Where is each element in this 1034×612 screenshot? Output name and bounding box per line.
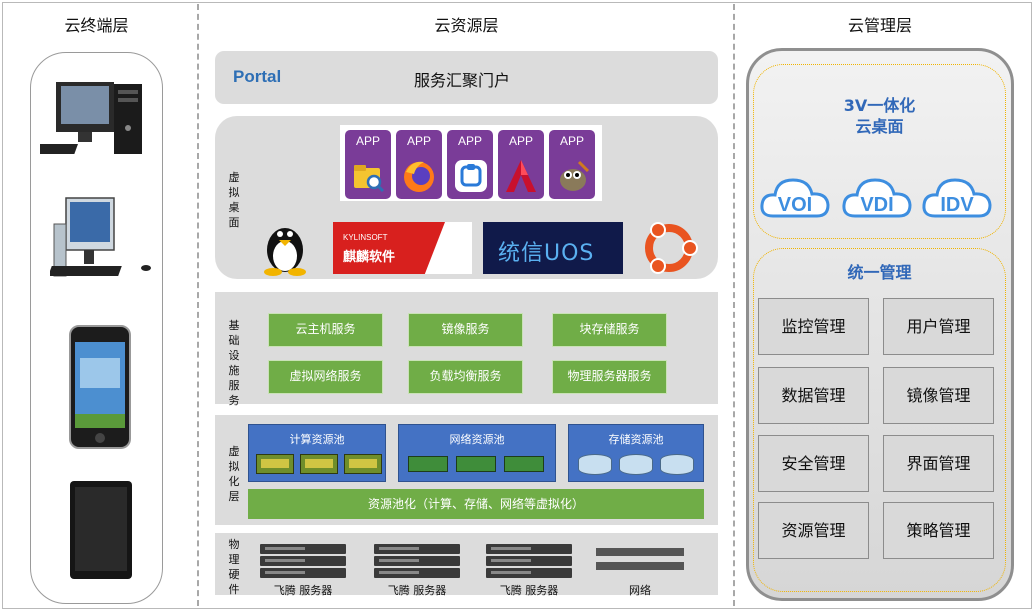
network-pool: 网络资源池 — [398, 424, 556, 482]
autocad-icon — [506, 160, 536, 192]
physical-hardware-label: 物理硬件 — [228, 538, 240, 596]
hardware-label-server-2: 飞腾 服务器 — [387, 584, 447, 597]
thin-client-icon — [50, 197, 151, 277]
smartphone-icon — [69, 325, 131, 449]
service-physical-server: 物理服务器服务 — [552, 360, 667, 394]
resource-management: 资源管理 — [758, 502, 869, 559]
app-label: APP — [406, 134, 431, 148]
app-label: APP — [508, 134, 533, 148]
server-icon — [374, 556, 460, 566]
policy-management: 策略管理 — [883, 502, 994, 559]
vdi-cloud-icon: VDI — [842, 178, 912, 218]
app-tile-files: APP — [345, 130, 391, 199]
kylin-logo-text: KYLINSOFT — [343, 233, 388, 242]
server-icon — [260, 544, 346, 554]
user-management: 用户管理 — [883, 298, 994, 355]
cpu-chip-icon — [344, 454, 382, 474]
app-tile-firefox: APP — [396, 130, 442, 199]
disk-icon — [660, 454, 694, 475]
terminal-layer-title: 云终端层 — [64, 16, 129, 35]
monitoring-management: 监控管理 — [758, 298, 869, 355]
column-divider — [733, 4, 735, 606]
app-tile-store: APP — [447, 130, 493, 199]
gimp-icon — [560, 160, 590, 191]
idv-label: IDV — [940, 194, 974, 216]
resource-pooling-bar: 资源池化（计算、存储、网络等虚拟化） — [248, 489, 704, 519]
disk-icon — [619, 454, 653, 475]
3v-title-line2: 云桌面 — [855, 117, 904, 136]
app-tile-gimp: APP — [549, 130, 595, 199]
portal-text: 服务汇聚门户 — [414, 71, 511, 90]
vdi-label: VDI — [860, 194, 893, 216]
kylin-logo: KYLINSOFT 麒麟软件 — [333, 222, 472, 274]
interface-management: 界面管理 — [883, 435, 994, 492]
3v-title-line1: 3V一体化 — [843, 96, 916, 115]
image-management: 镜像管理 — [883, 367, 994, 424]
server-icon — [486, 544, 572, 554]
kylin-logo-chinese: 麒麟软件 — [343, 250, 396, 265]
service-block-storage: 块存储服务 — [552, 313, 667, 347]
server-icon — [486, 568, 572, 578]
app-store-icon — [455, 160, 487, 192]
network-card-icon — [408, 456, 448, 472]
app-label: APP — [355, 134, 380, 148]
uos-logo-text: 统信UOS — [498, 241, 595, 266]
voi-cloud-icon: VOI — [760, 178, 830, 218]
network-card-icon — [456, 456, 496, 472]
unified-management-title: 统一管理 — [847, 263, 912, 282]
infrastructure-services-label: 基础设施服务 — [228, 319, 240, 407]
service-cloud-host: 云主机服务 — [268, 313, 383, 347]
idv-cloud-icon: IDV — [922, 178, 992, 218]
file-search-icon — [354, 165, 385, 193]
portal-bar: Portal 服务汇聚门户 — [215, 51, 718, 104]
hardware-label-server-1: 飞腾 服务器 — [273, 584, 333, 597]
3v-desktop-group — [753, 64, 1006, 239]
hardware-label-network: 网络 — [629, 584, 651, 597]
kylin-logo-band — [333, 222, 445, 274]
hardware-label-server-3: 飞腾 服务器 — [499, 584, 559, 597]
linux-tux-icon — [264, 228, 306, 276]
data-management: 数据管理 — [758, 367, 869, 424]
voi-label: VOI — [778, 194, 812, 216]
management-layer-title: 云管理层 — [847, 16, 912, 35]
desktop-pc-icon — [40, 82, 142, 154]
column-divider — [197, 4, 199, 606]
firefox-icon — [404, 161, 434, 192]
virtualization-label: 虚拟化层 — [228, 445, 240, 503]
unified-management-group — [753, 248, 1006, 592]
server-icon — [260, 556, 346, 566]
service-image: 镜像服务 — [408, 313, 523, 347]
compute-pool-label: 计算资源池 — [289, 433, 345, 446]
resource-layer-title: 云资源层 — [434, 16, 499, 35]
server-icon — [374, 568, 460, 578]
server-icon — [260, 568, 346, 578]
cpu-chip-icon — [256, 454, 294, 474]
cpu-chip-icon — [300, 454, 338, 474]
server-icon — [486, 556, 572, 566]
ubuntu-icon — [645, 222, 698, 274]
security-management: 安全管理 — [758, 435, 869, 492]
disk-icon — [578, 454, 612, 475]
tablet-icon — [70, 481, 132, 579]
uos-logo: 统信UOS — [483, 222, 623, 274]
service-virtual-network: 虚拟网络服务 — [268, 360, 383, 394]
portal-label: Portal — [233, 67, 282, 86]
network-switch-icon — [596, 562, 684, 570]
service-load-balancing: 负载均衡服务 — [408, 360, 523, 394]
network-pool-label: 网络资源池 — [449, 433, 505, 446]
server-icon — [374, 544, 460, 554]
network-switch-icon — [596, 548, 684, 556]
storage-pool-label: 存储资源池 — [608, 433, 664, 446]
network-card-icon — [504, 456, 544, 472]
app-label: APP — [457, 134, 482, 148]
virtual-desktop-label: 虚拟桌面 — [228, 171, 240, 229]
app-tile-autocad: APP — [498, 130, 544, 199]
app-label: APP — [559, 134, 584, 148]
